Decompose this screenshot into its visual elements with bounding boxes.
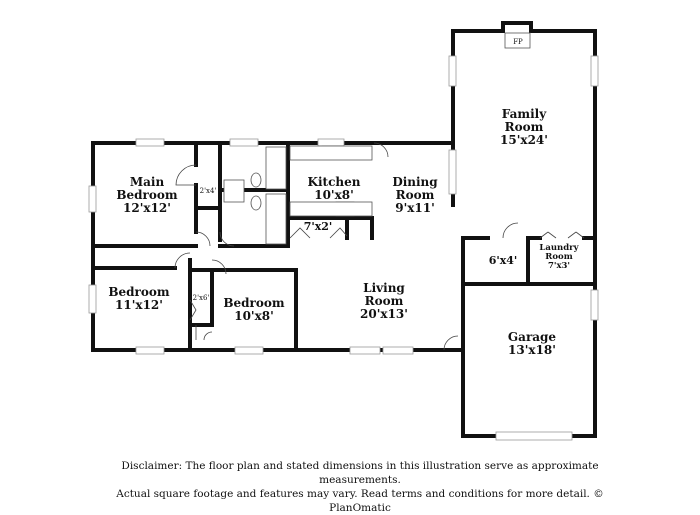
main-bedroom-name-2: Bedroom — [116, 188, 177, 202]
dining-room-name-2: Room — [396, 188, 435, 202]
family-room-name-1: Family — [502, 107, 547, 121]
main-closet-dim: 2'x4' — [200, 187, 217, 195]
disclaimer: Disclaimer: The floor plan and stated di… — [100, 459, 620, 515]
family-room-name-2: Room — [505, 120, 544, 134]
kitchen-name: Kitchen — [308, 175, 361, 189]
entry-dim: 6'x4' — [489, 254, 518, 267]
room-labels: Family Room 15'x24' Main Bedroom 12'x12'… — [108, 38, 579, 357]
disclaimer-line-1: Disclaimer: The floor plan and stated di… — [121, 460, 599, 486]
disclaimer-line-2: Actual square footage and features may v… — [116, 488, 604, 514]
living-room-name-1: Living — [363, 281, 405, 295]
pantry-dim: 7'x2' — [304, 220, 333, 233]
laundry-room-name-2: Room — [545, 252, 572, 262]
kitchen-dim: 10'x8' — [314, 188, 354, 202]
main-bedroom-name-1: Main — [130, 175, 165, 189]
garage-name: Garage — [508, 330, 557, 344]
bedroom-2-name: Bedroom — [108, 285, 169, 299]
fixtures — [223, 32, 531, 245]
laundry-room-dim: 7'x3' — [548, 261, 570, 271]
doors — [174, 142, 585, 351]
living-room-name-2: Room — [365, 294, 404, 308]
bedroom-3-name: Bedroom — [223, 296, 284, 310]
interior-walls — [91, 141, 597, 352]
windows — [88, 55, 599, 441]
living-room-dim: 20'x13' — [360, 307, 408, 321]
dining-room-name-1: Dining — [392, 175, 438, 189]
family-room-dim: 15'x24' — [500, 133, 548, 147]
laundry-room-name-1: Laundry — [539, 243, 579, 253]
bedroom-3-dim: 10'x8' — [234, 309, 274, 323]
garage-dim: 13'x18' — [508, 343, 556, 357]
exterior-walls — [91, 21, 597, 438]
fireplace-label: FP — [513, 38, 523, 46]
dining-room-dim: 9'x11' — [395, 201, 435, 215]
hall-closet-dim: 2'x6' — [193, 294, 210, 302]
main-bedroom-dim: 12'x12' — [123, 201, 171, 215]
bedroom-2-dim: 11'x12' — [115, 298, 163, 312]
